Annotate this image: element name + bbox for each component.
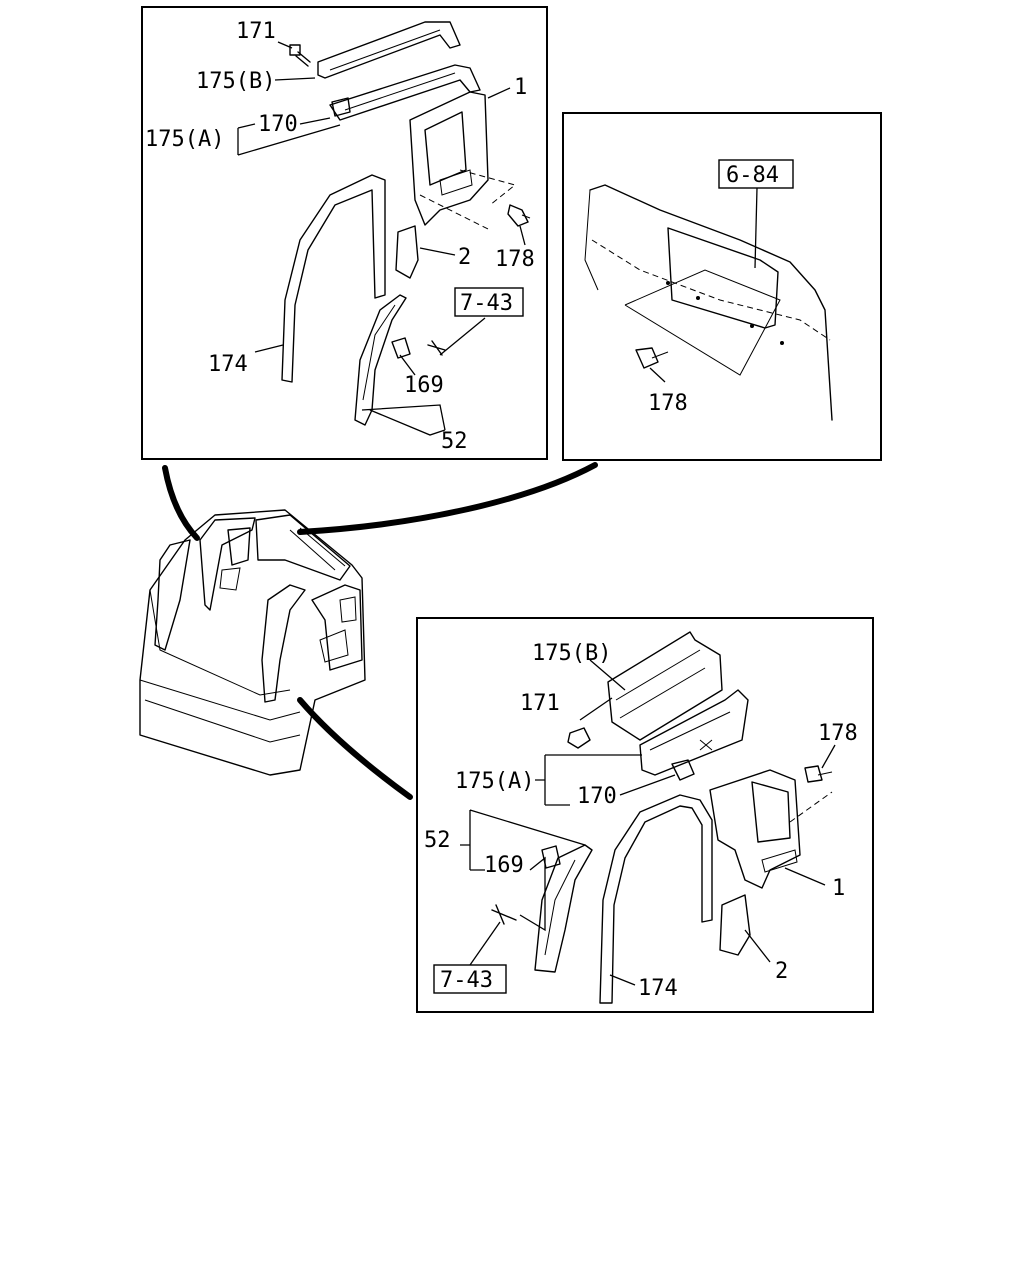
weatherstrip-174 xyxy=(599,794,713,1004)
ref-box-6-84 xyxy=(718,159,794,189)
callout-52: 52 xyxy=(424,828,451,853)
callout-170: 170 xyxy=(577,784,617,809)
rail-175a xyxy=(639,689,749,776)
detail-panel-bottom-right: 175(B) 171 178 175(A) 170 52 169 1 2 7-4… xyxy=(416,617,874,1013)
screw-7-43 xyxy=(491,904,517,925)
callout-170: 170 xyxy=(258,112,298,137)
callout-169: 169 xyxy=(484,853,524,878)
pillar-52 xyxy=(534,844,593,973)
quarter-panel-1 xyxy=(709,769,833,889)
pillar-52 xyxy=(354,294,407,426)
callout-52: 52 xyxy=(441,429,468,454)
screw-7-43 xyxy=(427,340,446,356)
callout-175a: 175(A) xyxy=(455,769,534,794)
callout-178: 178 xyxy=(818,721,858,746)
bolt-178 xyxy=(507,204,531,227)
callout-174: 174 xyxy=(208,352,248,377)
clip-170 xyxy=(671,759,695,781)
callout-178: 178 xyxy=(648,391,688,416)
nut-171 xyxy=(567,727,591,749)
callout-174: 174 xyxy=(638,976,678,1001)
callout-175a: 175(A) xyxy=(145,127,224,152)
detail-panel-top-right: 6-84 178 xyxy=(562,112,882,461)
weatherstrip-174 xyxy=(281,174,386,383)
quarter-panel-1 xyxy=(409,91,517,231)
screw-171 xyxy=(289,44,311,67)
callout-171: 171 xyxy=(520,691,560,716)
rear-panel-6-84 xyxy=(584,184,833,421)
callout-ref-6-84: 6-84 xyxy=(726,163,779,188)
callout-ref-7-43: 7-43 xyxy=(460,291,513,316)
callout-2: 2 xyxy=(458,245,471,270)
ref-box-7-43 xyxy=(454,287,524,317)
callout-175b: 175(B) xyxy=(196,69,275,94)
callout-1: 1 xyxy=(514,75,527,100)
bolt-178 xyxy=(804,765,833,783)
callout-178: 178 xyxy=(495,247,535,272)
panel-frame xyxy=(141,6,548,460)
ref-box-7-43 xyxy=(433,964,507,994)
callout-1: 1 xyxy=(832,876,845,901)
callout-175b: 175(B) xyxy=(532,641,611,666)
callout-171: 171 xyxy=(236,19,276,44)
callout-ref-7-43: 7-43 xyxy=(440,968,493,993)
cab-overview xyxy=(139,509,366,776)
rail-175a xyxy=(329,64,481,121)
clip-169 xyxy=(391,337,411,359)
rail-175b xyxy=(317,21,461,79)
rail-175b xyxy=(607,631,723,741)
trim-2 xyxy=(719,894,751,956)
trim-2 xyxy=(395,225,419,279)
clip-170 xyxy=(331,97,351,117)
callout-169: 169 xyxy=(404,373,444,398)
detail-panel-top-left: 171 175(B) 170 175(A) 1 2 178 7-43 174 1… xyxy=(141,6,548,460)
callout-2: 2 xyxy=(775,959,788,984)
connector-arcs xyxy=(162,462,598,800)
bolt-178 xyxy=(635,347,669,369)
